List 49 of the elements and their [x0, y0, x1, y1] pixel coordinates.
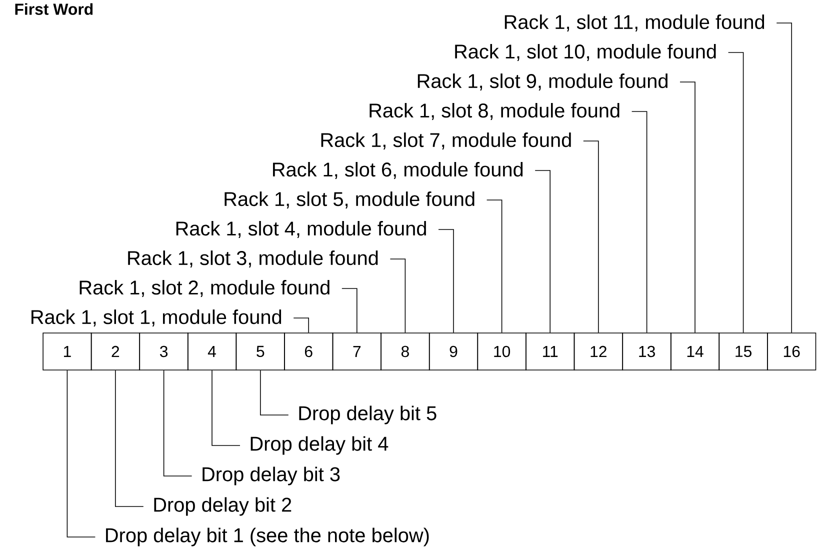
bit-cell: 8 — [380, 332, 430, 370]
bit-cell: 5 — [236, 332, 285, 370]
bit-cell: 16 — [767, 332, 816, 370]
bit-cell: 2 — [90, 332, 140, 370]
bit-label: Rack 1, slot 6, module found — [273, 162, 523, 179]
bit-cell: 13 — [622, 332, 672, 370]
bit-label: Rack 1, slot 4, module found — [176, 221, 426, 238]
bit-label: Rack 1, slot 8, module found — [370, 103, 620, 120]
leader-line — [438, 229, 454, 333]
bit-cell: 1 — [42, 332, 92, 370]
leader-line — [583, 140, 599, 333]
title: First Word — [15, 3, 93, 15]
leader-line — [66, 370, 96, 538]
bit-label: Rack 1, slot 10, module found — [455, 44, 716, 61]
leader-line — [680, 82, 696, 333]
bit-label: Rack 1, slot 9, module found — [418, 74, 668, 90]
bit-cell: 9 — [428, 332, 478, 370]
leader-line — [486, 200, 502, 333]
leader-line — [115, 370, 144, 507]
leader-line — [390, 258, 406, 333]
bit-label: Rack 1, slot 2, module found — [80, 280, 330, 297]
bit-label: Rack 1, slot 1, module found — [32, 310, 282, 326]
bit-label: Drop delay bit 1 (see the note below) — [106, 528, 429, 546]
leader-line — [342, 288, 358, 333]
bit-cell: 11 — [526, 332, 575, 370]
leader-line — [293, 318, 309, 333]
bit-cell: 7 — [332, 332, 382, 370]
bit-label: Drop delay bit 2 — [154, 497, 292, 516]
bit-cell: 15 — [718, 332, 768, 370]
leader-line — [260, 370, 289, 416]
bit-label: Rack 1, slot 11, module found — [504, 14, 764, 32]
bit-label: Rack 1, slot 5, module found — [224, 192, 474, 208]
bit-cell: 6 — [284, 332, 334, 370]
bit-label: Drop delay bit 3 — [202, 466, 340, 486]
bit-label: Drop delay bit 5 — [299, 406, 436, 424]
bit-cell: 12 — [574, 332, 623, 370]
bit-cell: 14 — [670, 332, 720, 370]
bit-cell: 3 — [139, 332, 188, 370]
bit-label: Rack 1, slot 7, module found — [321, 132, 571, 150]
leader-line — [163, 370, 192, 476]
leader-line — [728, 52, 744, 333]
bit-label: Rack 1, slot 3, module found — [128, 250, 378, 268]
bit-cell: 10 — [477, 332, 526, 370]
bit-cell: 4 — [187, 332, 237, 370]
leader-line — [212, 370, 240, 446]
leader-line — [631, 111, 648, 333]
leader-line — [534, 170, 550, 333]
leader-line — [776, 22, 792, 333]
bit-label: Drop delay bit 4 — [250, 436, 388, 455]
